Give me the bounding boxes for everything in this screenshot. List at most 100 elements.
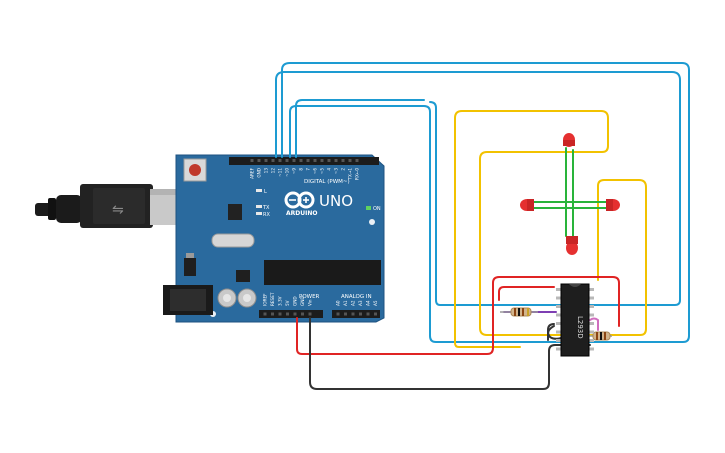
digital-pin-label: ~6 — [313, 168, 318, 175]
power-pin-hole[interactable] — [271, 312, 274, 316]
l293d-ic[interactable]: L293D — [556, 283, 594, 357]
analog-pin-hole[interactable] — [336, 312, 340, 316]
resistor-left[interactable] — [500, 307, 538, 317]
digital-pin-hole[interactable] — [264, 159, 268, 162]
ic-pin[interactable] — [556, 322, 562, 325]
tx-led-label: TX — [262, 205, 270, 211]
reset-button[interactable] — [189, 164, 201, 176]
analog-pin-hole[interactable] — [351, 312, 355, 316]
red-led-right[interactable] — [606, 199, 620, 211]
analog-pin-label: A0 — [336, 300, 341, 306]
wire-led-yellow-3[interactable] — [454, 334, 521, 348]
power-pin-label: GND — [293, 296, 298, 306]
digital-pin-label: ~5 — [320, 168, 325, 175]
digital-pin-label: ~11 — [278, 168, 283, 177]
digital-pin-hole[interactable] — [257, 159, 261, 162]
digital-pin-hole[interactable] — [334, 159, 338, 162]
wire-red-ic[interactable] — [498, 286, 555, 301]
digital-pin-hole[interactable] — [250, 159, 254, 162]
analog-pin-hole[interactable] — [374, 312, 377, 316]
digital-pin-hole[interactable] — [271, 159, 275, 162]
digital-header-label: DIGITAL (PWM~) — [304, 179, 350, 185]
digital-pin-label: TX→1 — [348, 168, 353, 181]
power-pin-label: 3.3V — [278, 296, 283, 306]
power-pin-hole[interactable] — [286, 312, 289, 316]
power-pin-label: IOREF — [263, 293, 268, 306]
digital-pin-hole[interactable] — [292, 159, 296, 162]
analog-pin-label: A5 — [373, 300, 378, 306]
power-pin-label: GND — [300, 296, 305, 306]
wire-gnd-black[interactable] — [309, 317, 591, 390]
wire-5v-red[interactable] — [296, 276, 620, 355]
red-led-bottom[interactable] — [566, 236, 578, 255]
arduino-logo-icon — [284, 191, 315, 209]
digital-pin-hole[interactable] — [320, 159, 324, 162]
wire-led-yellow-2[interactable] — [589, 179, 647, 336]
wire-pink[interactable] — [589, 317, 599, 331]
digital-pin-hole[interactable] — [348, 159, 352, 162]
digital-pin-hole[interactable] — [278, 159, 282, 162]
rx-led-label: RX — [263, 212, 270, 218]
ic-pin[interactable] — [556, 347, 562, 351]
ic-pin[interactable] — [588, 330, 594, 334]
analog-pin-hole[interactable] — [359, 312, 362, 316]
wire-pin10-blue[interactable] — [295, 99, 425, 158]
ic-pin[interactable] — [556, 313, 562, 317]
ic-pin[interactable] — [588, 347, 594, 351]
analog-pin-hole[interactable] — [366, 312, 370, 316]
analog-pin-label: A4 — [366, 300, 371, 306]
ic-pin[interactable] — [588, 296, 594, 300]
digital-pin-hole[interactable] — [299, 159, 303, 162]
ic-pin[interactable] — [556, 296, 562, 300]
digital-pin-label: GND — [257, 168, 262, 178]
power-pin-hole[interactable] — [301, 312, 304, 316]
digital-pin-label: 12 — [271, 168, 276, 174]
ic-pin[interactable] — [556, 288, 562, 291]
power-pin-hole[interactable] — [308, 312, 312, 316]
digital-pin-label: 8 — [299, 168, 304, 171]
digital-pin-label: ~3 — [334, 168, 339, 175]
digital-pin-label: 7 — [306, 168, 311, 171]
ic-pin[interactable] — [588, 322, 594, 325]
ic-pin[interactable] — [556, 305, 562, 308]
ic-pin[interactable] — [588, 288, 594, 291]
ic-pin[interactable] — [556, 330, 562, 334]
digital-pin-label: ~9 — [292, 168, 297, 175]
digital-pin-hole[interactable] — [341, 159, 345, 162]
power-led — [366, 206, 371, 210]
power-label: POWER — [299, 294, 320, 300]
red-led-left[interactable] — [520, 199, 534, 211]
board-model: UNO — [319, 192, 353, 210]
digital-pin-hole[interactable] — [285, 159, 289, 162]
digital-header — [229, 157, 379, 165]
power-pin-hole[interactable] — [278, 312, 282, 316]
ic-pin[interactable] — [588, 305, 594, 308]
analog-header — [332, 310, 380, 318]
red-led-top[interactable] — [563, 133, 575, 147]
power-pin-label: Vin — [308, 299, 313, 306]
resistor-right[interactable] — [588, 331, 612, 341]
ic-pin[interactable] — [556, 339, 562, 342]
power-pin-hole[interactable] — [293, 312, 297, 316]
digital-pin-hole[interactable] — [306, 159, 310, 162]
power-pin-hole[interactable] — [263, 312, 267, 316]
digital-pin-label: 13 — [264, 168, 269, 174]
analog-pin-label: A3 — [358, 300, 363, 306]
analog-pin-hole[interactable] — [344, 312, 347, 316]
digital-pin-label: RX←0 — [355, 168, 360, 180]
ic-pin[interactable] — [588, 339, 594, 342]
analog-label: ANALOG IN — [341, 294, 372, 300]
ic-label: L293D — [576, 316, 584, 339]
atmega-chip — [264, 260, 381, 285]
digital-pin-hole[interactable] — [355, 159, 359, 162]
board-brand: ARDUINO — [286, 210, 317, 217]
ic-pin[interactable] — [588, 313, 594, 317]
power-pin-label: RESET — [270, 292, 275, 306]
digital-pin-label: 2 — [341, 168, 346, 171]
power-header — [259, 310, 323, 318]
digital-pin-hole[interactable] — [313, 159, 317, 162]
digital-pin-hole[interactable] — [327, 159, 331, 162]
power-pin-label: 5V — [285, 300, 290, 306]
wire-led-yellow-1[interactable] — [454, 110, 609, 336]
